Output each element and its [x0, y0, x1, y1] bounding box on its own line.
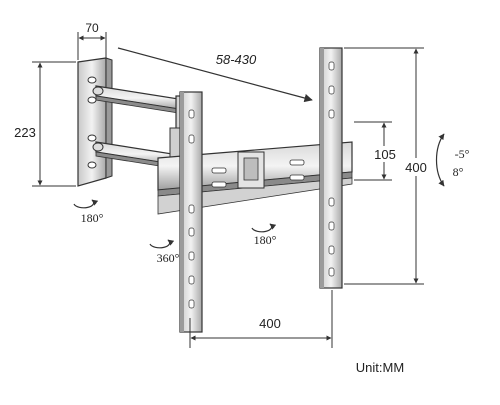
- tilt-up-label: -5°: [455, 147, 470, 161]
- vertical-rail-left: [179, 91, 203, 333]
- dim-wall-plate-width-label: 70: [85, 21, 99, 35]
- unit-label: Unit:MM: [356, 360, 404, 375]
- dim-arm-extension: 58-430: [117, 47, 313, 103]
- dim-wall-plate-height-label: 223: [14, 125, 36, 140]
- dim-arm-extension-label: 58-430: [216, 52, 257, 67]
- rotation-arrow-icon: [73, 199, 99, 209]
- tilt-arrow-icon: [435, 133, 445, 187]
- rotation-arrow-icon: [251, 223, 277, 233]
- articulating-arm-upper: [92, 85, 186, 115]
- dim-vesa-width-label: 400: [259, 316, 281, 331]
- tilt-indicator: -5° 8°: [435, 133, 470, 187]
- rotation-bracket-swivel: 180°: [251, 223, 277, 247]
- dim-wall-plate-width: 70: [77, 21, 107, 60]
- rotation-arm-swivel-label: 360°: [157, 251, 180, 265]
- vertical-rail-right: [319, 47, 343, 289]
- wall-plate: [77, 57, 113, 187]
- dim-vesa-width: 400: [189, 290, 333, 348]
- rotation-bracket-swivel-label: 180°: [254, 233, 277, 247]
- rotation-wall-swivel-label: 180°: [81, 211, 104, 225]
- rotation-arrow-icon: [149, 239, 175, 249]
- rotation-arm-swivel: 360°: [149, 239, 180, 265]
- dim-vesa-small-label: 105: [374, 147, 396, 162]
- tilt-down-label: 8°: [453, 165, 464, 179]
- horizontal-bracket: [157, 141, 353, 215]
- dim-vesa-small: 105: [354, 121, 400, 181]
- dim-vesa-height-label: 400: [405, 160, 427, 175]
- dim-wall-plate-height: 223: [12, 61, 76, 187]
- rotation-wall-swivel: 180°: [73, 199, 104, 225]
- dim-vesa-height: 400: [344, 47, 432, 285]
